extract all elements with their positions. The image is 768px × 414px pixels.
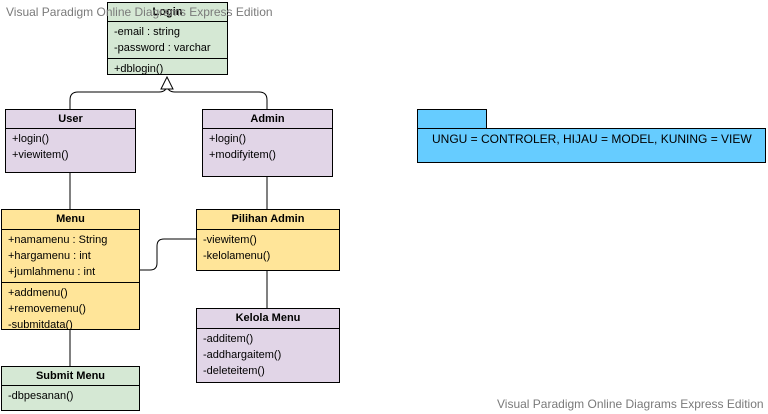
- attribute: +jumlahmenu : int: [8, 266, 96, 278]
- class-menu-methods: +addmenu() +removemenu() -submitdata(): [2, 282, 139, 330]
- attribute: +hargamenu : int: [8, 250, 91, 262]
- class-admin[interactable]: Admin +login() +modifyitem(): [202, 109, 333, 177]
- method: -submitdata(): [8, 319, 73, 330]
- class-kelola-menu-title: Kelola Menu: [197, 309, 339, 329]
- method: -deleteitem(): [203, 365, 265, 377]
- class-menu[interactable]: Menu +namamenu : String +hargamenu : int…: [1, 209, 140, 330]
- watermark-bottom: Visual Paradigm Online Diagrams Express …: [497, 397, 764, 411]
- generalization-arrowhead: [160, 75, 174, 90]
- class-submit-menu-title: Submit Menu: [2, 367, 139, 386]
- class-menu-attributes: +namamenu : String +hargamenu : int +jum…: [2, 230, 139, 282]
- class-login[interactable]: Login -email : string -password : varcha…: [107, 2, 228, 75]
- method: +removemenu(): [8, 303, 86, 315]
- attribute: +namamenu : String: [8, 234, 108, 246]
- class-user-methods: +login() +viewitem(): [6, 129, 135, 165]
- method: +modifyitem(): [209, 149, 276, 161]
- method: +dblogin(): [114, 63, 164, 75]
- generalization-user-login: [69, 82, 168, 109]
- legend-note[interactable]: UNGU = CONTROLER, HIJAU = MODEL, KUNING …: [417, 128, 766, 163]
- method: +login(): [12, 133, 49, 145]
- method: -dbpesanan(): [8, 390, 74, 402]
- watermark-top: Visual Paradigm Online Diagrams Express …: [6, 5, 273, 19]
- class-login-attributes: -email : string -password : varchar: [108, 22, 227, 58]
- method: -additem(): [203, 333, 254, 345]
- class-kelola-menu-methods: -additem() -addhargaitem() -deleteitem(): [197, 329, 339, 381]
- method: +login(): [209, 133, 246, 145]
- class-pilihan-admin-methods: -viewitem() -kelolamenu(): [197, 230, 339, 266]
- class-submit-menu[interactable]: Submit Menu -dbpesanan(): [1, 366, 140, 411]
- class-login-methods: +dblogin(): [108, 58, 227, 75]
- class-pilihan-admin-title: Pilihan Admin: [197, 210, 339, 230]
- method: -kelolamenu(): [203, 250, 271, 262]
- attribute: -password : varchar: [114, 42, 211, 54]
- method: +addmenu(): [8, 287, 68, 299]
- generalization-admin-login: [166, 82, 268, 109]
- class-admin-title: Admin: [203, 110, 332, 129]
- class-login-title: Login: [108, 3, 227, 22]
- method: +viewitem(): [12, 149, 69, 161]
- class-menu-title: Menu: [2, 210, 139, 230]
- class-user[interactable]: User +login() +viewitem(): [5, 109, 136, 173]
- association-menu-pilihan: [139, 238, 196, 271]
- method: -viewitem(): [203, 234, 257, 246]
- class-submit-menu-methods: -dbpesanan(): [2, 386, 139, 406]
- class-admin-methods: +login() +modifyitem(): [203, 129, 332, 165]
- method: -addhargaitem(): [203, 349, 282, 361]
- class-user-title: User: [6, 110, 135, 129]
- legend-note-tab: [417, 109, 487, 129]
- class-pilihan-admin[interactable]: Pilihan Admin -viewitem() -kelolamenu(): [196, 209, 340, 271]
- attribute: -email : string: [114, 26, 181, 38]
- class-kelola-menu[interactable]: Kelola Menu -additem() -addhargaitem() -…: [196, 308, 340, 383]
